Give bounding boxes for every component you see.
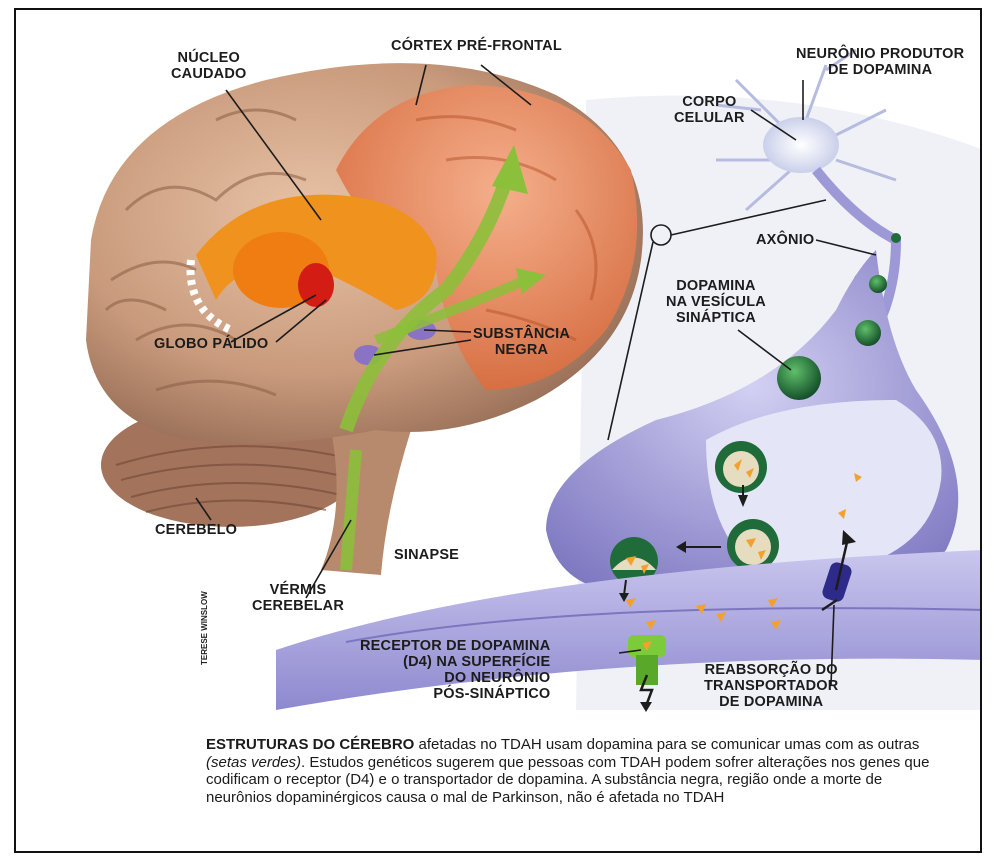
illustrator-credit: TERESE WINSLOW (200, 591, 209, 665)
vesicle (777, 356, 821, 400)
brain-synapse-illustration (16, 10, 982, 853)
caption: ESTRUTURAS DO CÉREBRO afetadas no TDAH u… (206, 736, 946, 806)
label-reabsorcao: REABSORÇÃO DO TRANSPORTADOR DE DOPAMINA (704, 662, 838, 710)
label-receptor-dopamina: RECEPTOR DE DOPAMINA (D4) NA SUPERFÍCIE … (360, 638, 550, 702)
globus-pallidus-shape (298, 263, 334, 307)
label-axonio: AXÔNIO (756, 232, 814, 248)
caption-part1: afetadas no TDAH usam dopamina para se c… (414, 736, 919, 753)
illustration-frame: NÚCLEO CAUDADO CÓRTEX PRÉ-FRONTAL NEURÔN… (14, 8, 982, 853)
label-neuronio-produtor: NEURÔNIO PRODUTOR DE DOPAMINA (796, 46, 964, 78)
caption-part2: . Estudos genéticos sugerem que pessoas … (206, 754, 929, 806)
label-corpo-celular: CORPO CELULAR (674, 94, 745, 126)
label-dopamina-vesicula: DOPAMINA NA VESÍCULA SINÁPTICA (666, 278, 766, 326)
label-cortex-pre-frontal: CÓRTEX PRÉ-FRONTAL (391, 38, 562, 54)
label-vermis-cerebelar: VÉRMIS CEREBELAR (252, 582, 344, 614)
label-globo-palido: GLOBO PÁLIDO (154, 336, 268, 352)
label-substancia-negra: SUBSTÂNCIA NEGRA (473, 326, 570, 358)
label-nucleo-caudado: NÚCLEO CAUDADO (171, 50, 247, 82)
label-sinapse: SINAPSE (394, 547, 459, 563)
caption-italic: (setas verdes) (206, 754, 301, 771)
caption-lead: ESTRUTURAS DO CÉREBRO (206, 736, 414, 753)
label-cerebelo: CEREBELO (155, 522, 237, 538)
